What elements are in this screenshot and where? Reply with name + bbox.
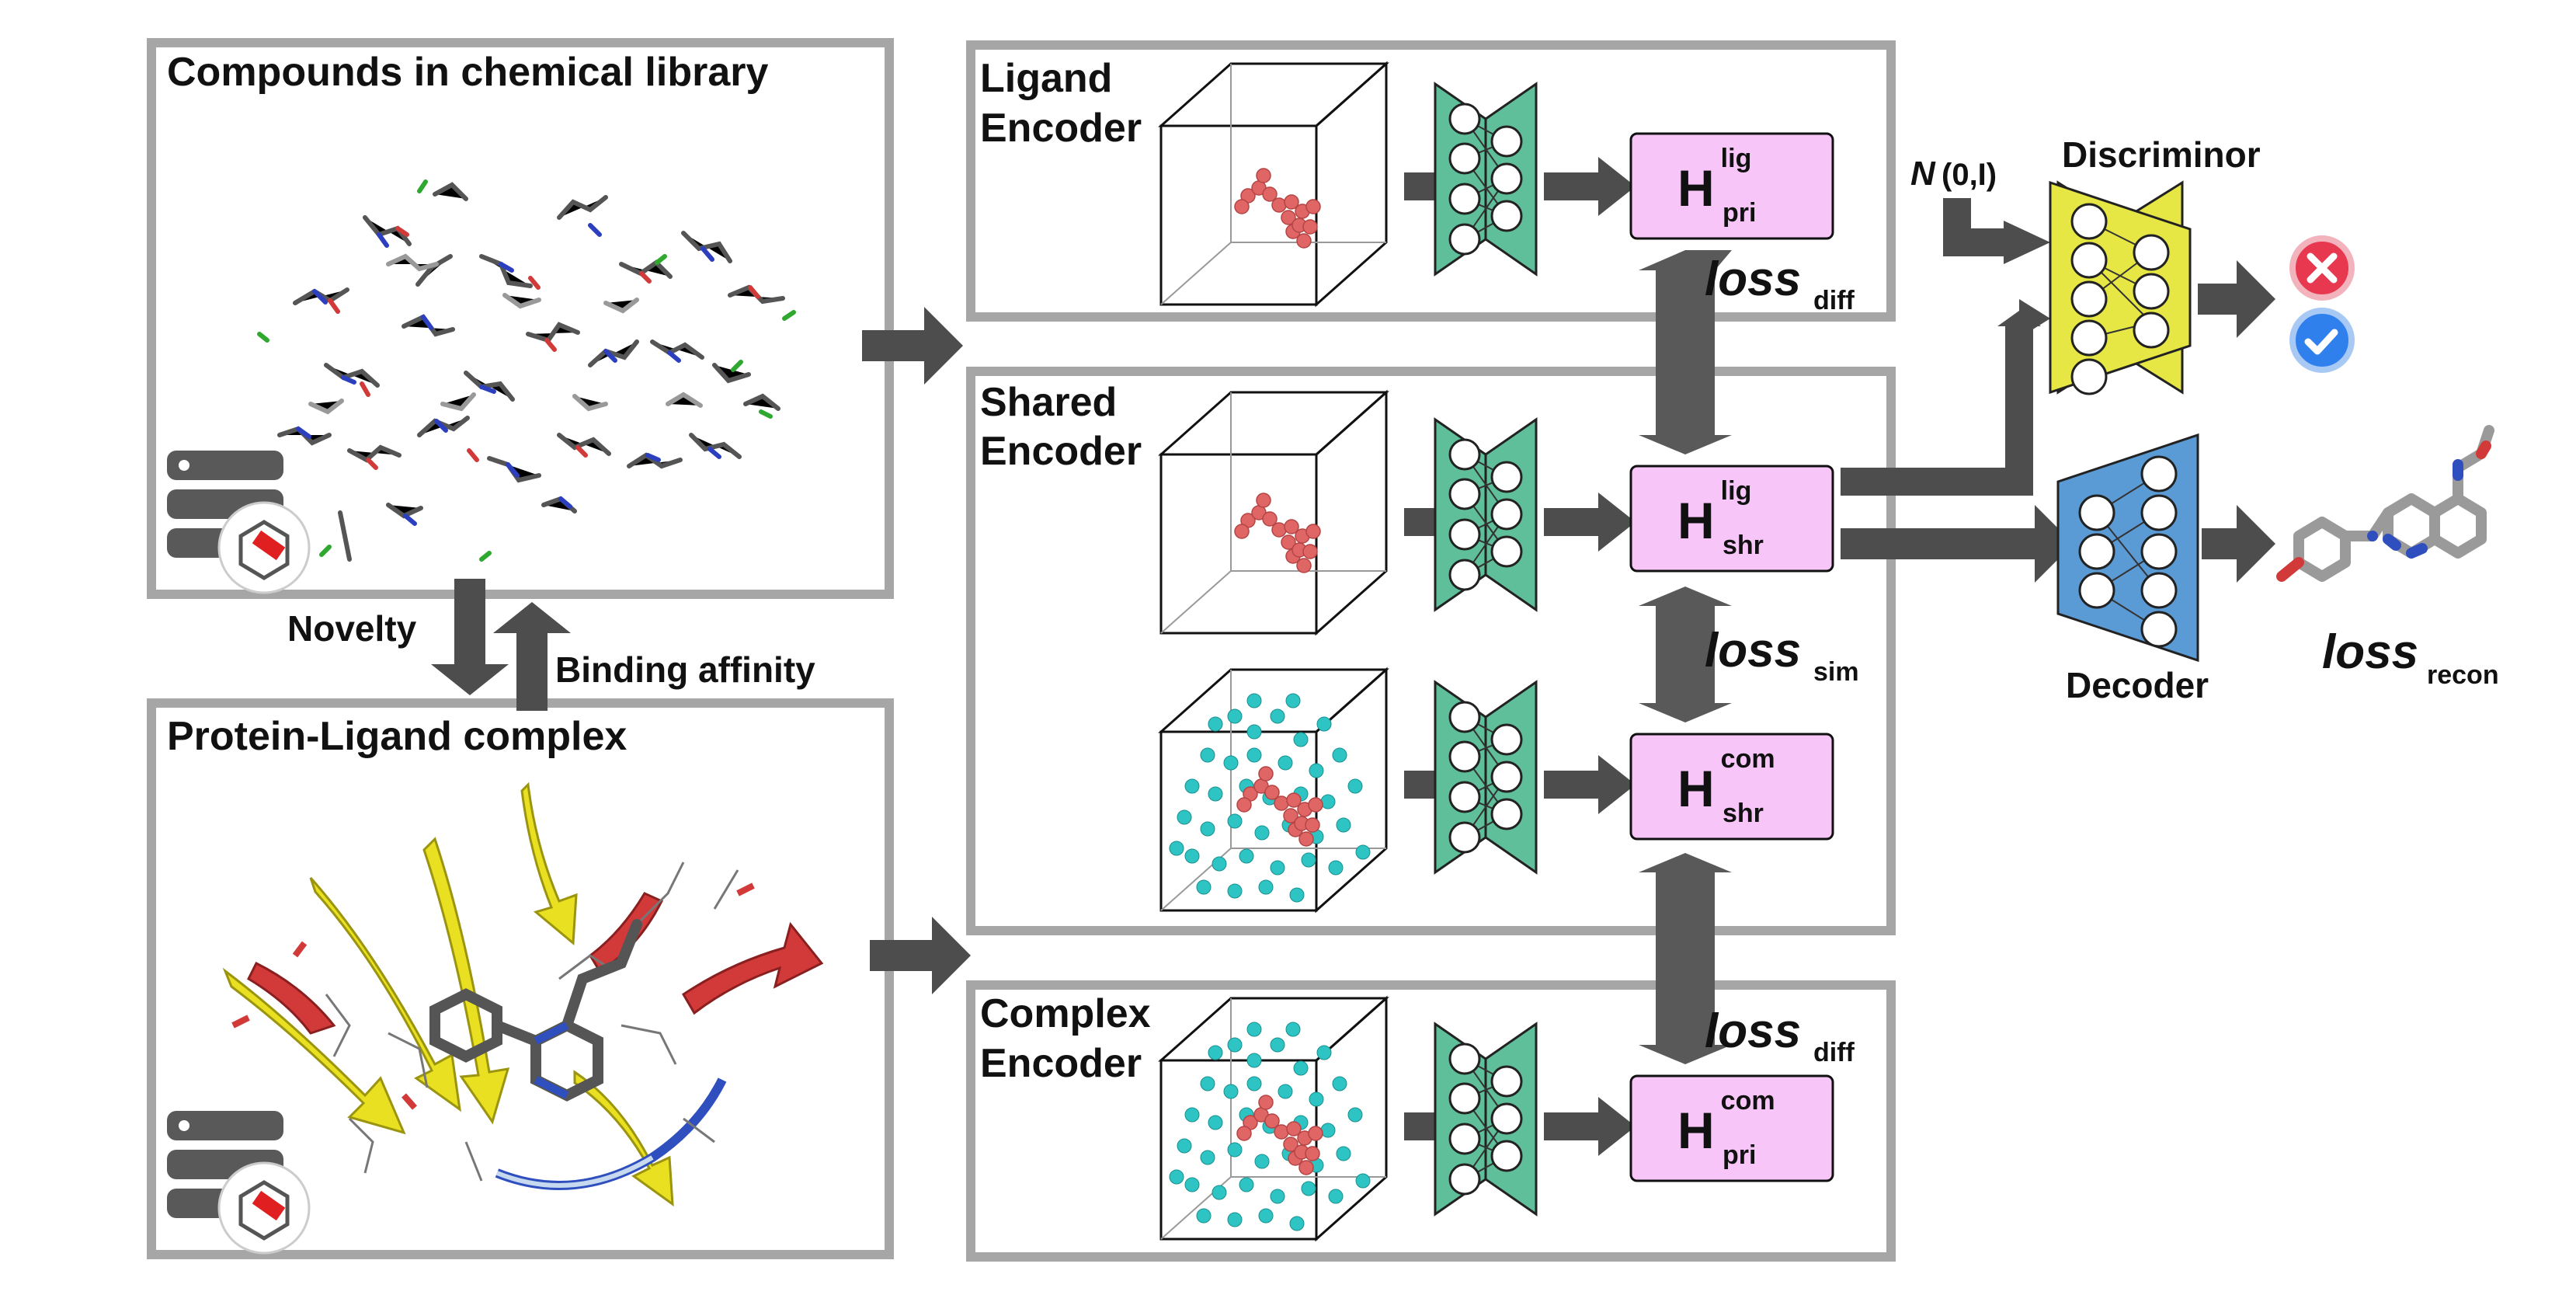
complex-to-encoders-arrow	[870, 917, 971, 994]
svg-text:Hcom: Hcom	[1677, 744, 1775, 817]
loss-diff-top: loss	[1705, 252, 1801, 306]
compound-cloud	[257, 179, 796, 562]
noise-arrow	[1943, 198, 2004, 256]
shr-to-disc-arrow	[1841, 326, 2033, 496]
h-lig-shr-base: H	[1677, 492, 1715, 549]
h-com-shr-box	[1629, 733, 1834, 841]
h-lig-shr-sup: lig	[1721, 476, 1752, 506]
complex-title: Protein-Ligand complex	[167, 714, 627, 759]
loss-sim-arrow	[1639, 587, 1732, 722]
h-lig-pri-base: H	[1677, 159, 1715, 217]
library-to-encoders-arrow	[862, 307, 963, 385]
svg-text:Hlig: Hlig	[1677, 476, 1751, 549]
h-com-shr-base: H	[1677, 760, 1715, 817]
decoder-network	[2056, 433, 2199, 663]
disc-output-arrow	[2198, 260, 2275, 338]
discriminator-network	[2049, 180, 2192, 395]
ligand-encoder-label-2: Encoder	[980, 106, 1142, 151]
complex-encoder-label-2: Encoder	[980, 1041, 1142, 1086]
loss-diff-bottom: loss	[1705, 1004, 1801, 1058]
accept-icon	[2289, 308, 2355, 373]
novelty-label: Novelty	[287, 608, 417, 649]
loss-diff-top-arrow	[1639, 250, 1732, 454]
loss-diff-bottom-sub: diff	[1813, 1038, 1855, 1067]
shared-encoder-label-2: Encoder	[980, 429, 1142, 474]
h-com-shr-sup: com	[1721, 744, 1775, 774]
h-lig-pri-box	[1629, 132, 1834, 240]
protein-ribbon	[222, 782, 824, 1207]
reject-icon	[2289, 235, 2355, 301]
ligand-encoder-label-1: Ligand	[980, 56, 1112, 101]
library-title: Compounds in chemical library	[167, 50, 768, 95]
h-lig-pri-sub: pri	[1723, 198, 1756, 228]
shared-encoder-label-1: Shared	[980, 380, 1117, 425]
h-lig-shr-sub: shr	[1723, 531, 1764, 560]
loss-recon: loss	[2322, 625, 2418, 679]
svg-text:Hcom: Hcom	[1677, 1086, 1775, 1159]
noise-n: N	[1910, 155, 1936, 193]
svg-text:Hlig: Hlig	[1677, 144, 1751, 217]
novelty-arrow	[431, 579, 509, 695]
h-com-pri-base: H	[1677, 1102, 1715, 1159]
discriminator-label: Discriminor	[2062, 134, 2261, 175]
shr-to-decoder-arrow	[1841, 505, 2074, 583]
loss-diff-top-sub: diff	[1813, 286, 1855, 315]
complex-encoder-label-1: Complex	[980, 991, 1151, 1036]
h-com-shr-sub: shr	[1723, 799, 1764, 828]
decoder-label: Decoder	[2066, 665, 2209, 705]
loss-diff-bottom-arrow	[1639, 853, 1732, 1064]
h-com-pri-sub: pri	[1723, 1140, 1756, 1170]
decoder-output-arrow	[2202, 505, 2275, 583]
affinity-arrow	[493, 602, 571, 711]
molecule-icon	[2276, 425, 2494, 582]
loss-recon-sub: recon	[2427, 660, 2499, 690]
shared-complex-cube	[1159, 668, 1388, 912]
h-lig-shr-box	[1629, 465, 1834, 573]
loss-sim-sub: sim	[1813, 657, 1859, 687]
noise-params: (0,I)	[1942, 158, 1997, 192]
loss-sim: loss	[1705, 624, 1801, 677]
h-lig-pri-sup: lig	[1721, 144, 1752, 173]
h-com-pri-box	[1629, 1074, 1834, 1182]
affinity-label: Binding affinity	[555, 649, 815, 690]
h-com-pri-sup: com	[1721, 1086, 1775, 1116]
